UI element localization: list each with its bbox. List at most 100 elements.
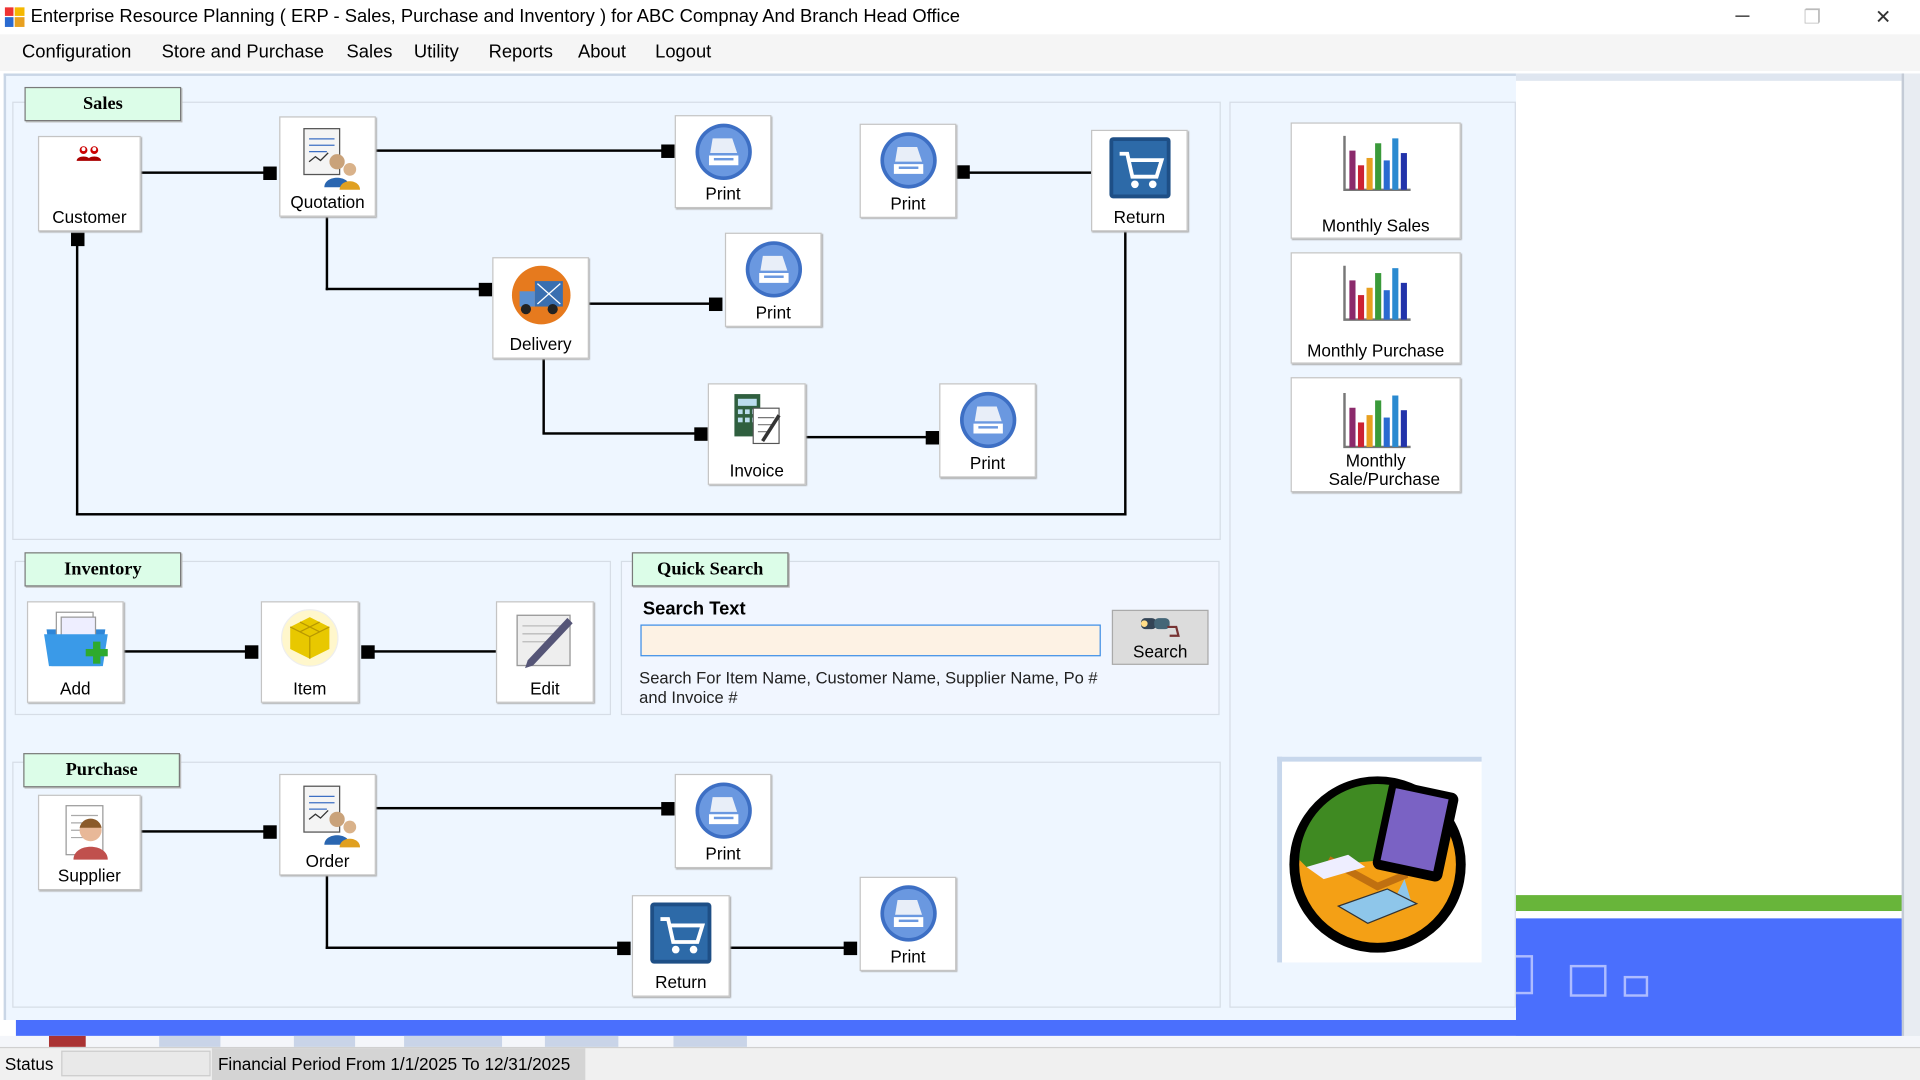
bar-chart-icon <box>1339 391 1412 452</box>
background-panel <box>1515 73 1905 894</box>
monthly-purchase-label: Monthly Purchase <box>1307 340 1445 361</box>
window-edge <box>1901 73 1920 1041</box>
delivery-button[interactable]: Delivery <box>492 257 589 359</box>
minimize-button[interactable]: ─ <box>1735 6 1750 27</box>
item-cube-icon <box>279 607 340 668</box>
connector-line <box>325 287 485 291</box>
connector-node <box>361 645 375 659</box>
connector-node <box>263 166 277 181</box>
monthly-sale-purchase-button[interactable]: Monthly Sale/Purchase <box>1290 377 1461 493</box>
edit-item-button[interactable]: Edit <box>495 601 594 703</box>
connector-line <box>75 513 1127 516</box>
status-label: Status <box>4 1054 54 1074</box>
connector-line <box>139 171 270 174</box>
app-icon <box>4 7 25 27</box>
printer-icon <box>877 883 938 944</box>
connector-node <box>617 941 631 956</box>
customer-button[interactable]: Customer <box>37 135 141 232</box>
sales-return-button[interactable]: Return <box>1091 129 1188 232</box>
menu-configuration[interactable]: Configuration <box>22 41 132 63</box>
menu-utility[interactable]: Utility <box>413 41 459 63</box>
menu-store-and-purchase[interactable]: Store and Purchase <box>161 41 324 63</box>
restore-button[interactable]: ❐ <box>1803 7 1822 29</box>
order-button[interactable]: Order <box>279 773 376 876</box>
connector-line <box>804 435 932 439</box>
return-label: Return <box>1113 206 1166 227</box>
item-label: Item <box>293 678 327 698</box>
bar-chart-icon <box>1339 133 1412 194</box>
connector-node <box>661 802 675 816</box>
edit-label: Edit <box>530 678 560 698</box>
connector-line <box>139 830 270 833</box>
connector-line <box>728 946 852 949</box>
print-label: Print <box>755 302 791 323</box>
menu-logout[interactable]: Logout <box>655 41 712 63</box>
invoice-print-button[interactable]: Print <box>939 383 1036 478</box>
order-print-button[interactable]: Print <box>674 773 772 869</box>
print-label: Print <box>890 193 926 214</box>
purchase-group <box>12 761 1221 1008</box>
add-folder-icon <box>39 605 112 678</box>
reports-group <box>1229 101 1516 1008</box>
print-label: Print <box>969 453 1006 473</box>
decorative-blue-strip <box>15 1020 1902 1036</box>
search-help-text: Search For Item Name, Customer Name, Sup… <box>639 668 1098 707</box>
add-item-button[interactable]: Add <box>26 601 124 703</box>
connector-line <box>374 806 669 810</box>
monthly-sales-label: Monthly Sales <box>1321 215 1430 236</box>
monthly-sales-button[interactable]: Monthly Sales <box>1290 122 1461 239</box>
menu-sales[interactable]: Sales <box>346 41 393 63</box>
window-title: Enterprise Resource Planning ( ERP - Sal… <box>30 6 961 27</box>
print-label: Print <box>705 183 741 204</box>
invoice-button[interactable]: Invoice <box>707 383 806 485</box>
menu-about[interactable]: About <box>577 41 626 63</box>
item-button[interactable]: Item <box>260 601 359 703</box>
bar-chart-icon <box>1339 263 1412 324</box>
delivery-print-button[interactable]: Print <box>724 232 822 327</box>
order-label: Order <box>305 851 350 871</box>
purchase-return-button[interactable]: Return <box>631 895 730 997</box>
status-bar: Status Financial Period From 1/1/2025 To… <box>0 1046 1920 1080</box>
decorative-blue-area <box>1513 918 1902 1036</box>
connector-node <box>661 144 675 158</box>
order-icon <box>296 780 360 851</box>
close-button[interactable]: ✕ <box>1875 7 1892 29</box>
return-print-button[interactable]: Print <box>859 876 957 972</box>
connector-line <box>325 215 329 291</box>
printer-icon <box>743 239 804 300</box>
search-text-label: Search Text <box>642 598 746 620</box>
inventory-group <box>14 560 612 716</box>
binoculars-icon <box>1138 613 1182 640</box>
printer-icon <box>692 121 753 182</box>
connector-node <box>956 165 970 179</box>
menu-bar: Configuration Store and Purchase Sales U… <box>0 34 1920 72</box>
decorative-image-strip <box>0 1035 1920 1047</box>
inventory-group-title: Inventory <box>24 552 182 587</box>
invoice-calculator-icon <box>727 389 786 448</box>
connector-line <box>587 302 716 305</box>
add-label: Add <box>60 678 91 698</box>
search-input[interactable] <box>640 624 1101 657</box>
quotation-button[interactable]: Quotation <box>279 116 376 217</box>
customers-icon <box>75 142 104 164</box>
connector-line <box>542 432 702 435</box>
status-progress <box>61 1050 211 1077</box>
connector-node <box>244 645 259 659</box>
supplier-icon <box>59 801 120 862</box>
connector-line <box>542 357 545 434</box>
connector-node <box>925 431 940 445</box>
quotation-label: Quotation <box>290 192 365 212</box>
return-label: Return <box>655 972 707 992</box>
cart-icon <box>649 901 713 965</box>
search-button[interactable]: Search <box>1111 609 1209 665</box>
connector-node <box>478 282 493 297</box>
menu-reports[interactable]: Reports <box>488 41 553 63</box>
supplier-button[interactable]: Supplier <box>37 794 141 891</box>
financial-period: Financial Period From 1/1/2025 To 12/31/… <box>217 1054 571 1074</box>
connector-node <box>263 825 277 839</box>
sales-group-title: Sales <box>24 86 182 122</box>
quotation-print-button[interactable]: Print <box>674 115 772 209</box>
quotation-icon <box>296 122 360 193</box>
monthly-purchase-button[interactable]: Monthly Purchase <box>1290 252 1461 364</box>
return-print-button[interactable]: Print <box>859 123 957 218</box>
